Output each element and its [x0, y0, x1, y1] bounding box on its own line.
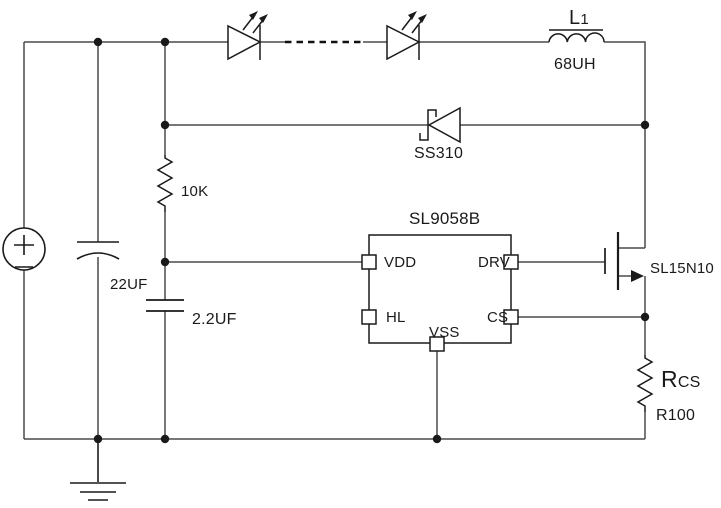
ground-symbol	[70, 439, 126, 501]
ic-pin-square-vdd	[361, 254, 377, 270]
bulk-capacitor-symbol	[76, 241, 120, 260]
sense-resistor-symbol	[636, 355, 654, 412]
inductor-value-label: 68UH	[554, 56, 596, 73]
vdd-capacitor-symbol	[146, 299, 184, 312]
junction-dots	[93, 37, 650, 444]
wires	[23, 41, 646, 440]
bias-resistor-symbol	[156, 155, 174, 212]
ic-pin-square-drv	[503, 254, 519, 270]
inductor-symbol	[548, 29, 605, 43]
inductor-ref-sub: 1	[580, 11, 589, 28]
bias-resistor-label: 10K	[181, 183, 209, 200]
sense-resistor-ref-label: RCS	[661, 368, 700, 391]
ic-pin-square-hl	[361, 309, 377, 325]
led2-symbol	[386, 11, 427, 61]
sense-resistor-value-label: R100	[656, 407, 696, 424]
schottky-diode-symbol	[419, 106, 461, 144]
ic-pin-squares	[361, 254, 519, 352]
ic-pin-label-drv: DRV	[478, 254, 510, 271]
inductor-ref-main: L	[569, 7, 581, 29]
ic-pin-square-vss	[429, 336, 445, 352]
mosfet-symbol	[604, 232, 644, 290]
sense-resistor-ref-main: R	[661, 366, 678, 392]
ic-pin-square-cs	[503, 309, 519, 325]
bulk-capacitor-label: 22UF	[110, 276, 148, 293]
ic-pin-label-vss: VSS	[429, 324, 460, 341]
mosfet-part-label: SL15N10	[650, 260, 714, 277]
ic-pin-label-vdd: VDD	[384, 254, 417, 271]
ic-pin-label-cs: CS	[487, 309, 509, 326]
sense-resistor-ref-sub: CS	[677, 374, 701, 391]
diode-part-label: SS310	[414, 145, 464, 162]
ic-pin-label-hl: HL	[386, 309, 406, 326]
ic-part-label: SL9058B	[409, 209, 481, 228]
inductor-ref-label: L1	[569, 8, 589, 28]
vdd-capacitor-label: 2.2UF	[192, 311, 237, 328]
voltage-source-symbol	[2, 227, 46, 271]
led1-symbol	[227, 11, 268, 61]
